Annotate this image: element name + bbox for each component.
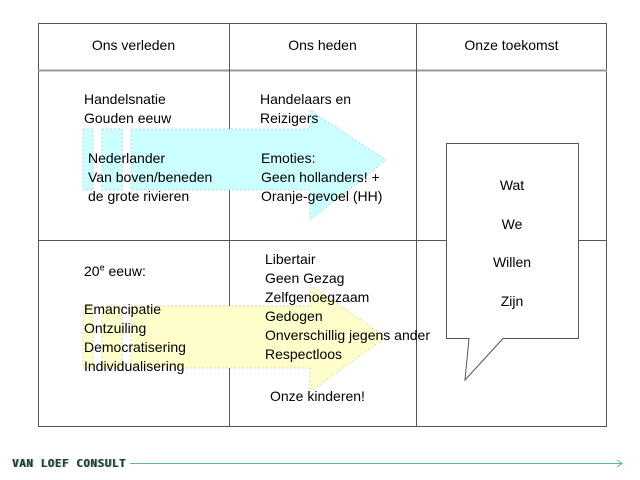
- list-item: Emancipatie: [84, 301, 162, 317]
- present-row1-top: Handelaars en Reizigers: [260, 90, 351, 128]
- text-line: Reizigers: [260, 110, 319, 126]
- text-line: Oranje-gevoel (HH): [261, 188, 383, 204]
- list-item: Zelfgenoegzaam: [265, 289, 370, 305]
- striped-arrow-top: [82, 109, 387, 221]
- present-row1-emotions: Emoties: Geen hollanders! + Oranje-gevoel …: [261, 149, 382, 206]
- list-item: Respectloos: [265, 346, 343, 362]
- callout-line: Wat: [499, 177, 525, 193]
- footer-line: [130, 459, 623, 468]
- text-line: Handelaars en: [260, 91, 352, 107]
- header-past: Ons verleden: [91, 37, 176, 53]
- striped-arrow-bottom: [82, 284, 387, 393]
- present-row2-footer: Onze kinderen!: [270, 388, 365, 404]
- text: 20: [84, 263, 100, 279]
- list-item: Libertair: [265, 251, 316, 267]
- text-line: Gouden eeuw: [84, 110, 172, 126]
- header-future: Onze toekomst: [464, 37, 559, 53]
- text-line: Van boven/beneden: [88, 169, 213, 185]
- list-item: Geen Gezag: [265, 270, 345, 286]
- text-line: Emoties:: [261, 150, 316, 166]
- header-present: Ons heden: [288, 37, 357, 53]
- superscript: e: [99, 262, 105, 273]
- text-line: Geen hollanders! +: [261, 169, 380, 185]
- list-item: Individualisering: [84, 358, 185, 374]
- text-line: Handelsnatie: [84, 91, 166, 107]
- callout-line: Willen: [492, 254, 532, 270]
- list-item: Onverschillig jegens ander: [265, 327, 430, 343]
- speech-callout: [446, 143, 579, 382]
- list-item: Ontzuiling: [84, 320, 147, 336]
- past-row2-title: 20e eeuw:: [84, 262, 146, 281]
- text-line: Nederlander: [88, 150, 166, 166]
- list-item: Democratisering: [84, 339, 186, 355]
- text-line: de grote rivieren: [88, 188, 190, 204]
- company-logo: VAN LOEF CONSULT: [12, 457, 126, 470]
- callout-line: We: [501, 215, 523, 232]
- callout-line: Zijn: [500, 292, 524, 309]
- list-item: Gedogen: [265, 308, 323, 324]
- text: eeuw:: [104, 263, 146, 279]
